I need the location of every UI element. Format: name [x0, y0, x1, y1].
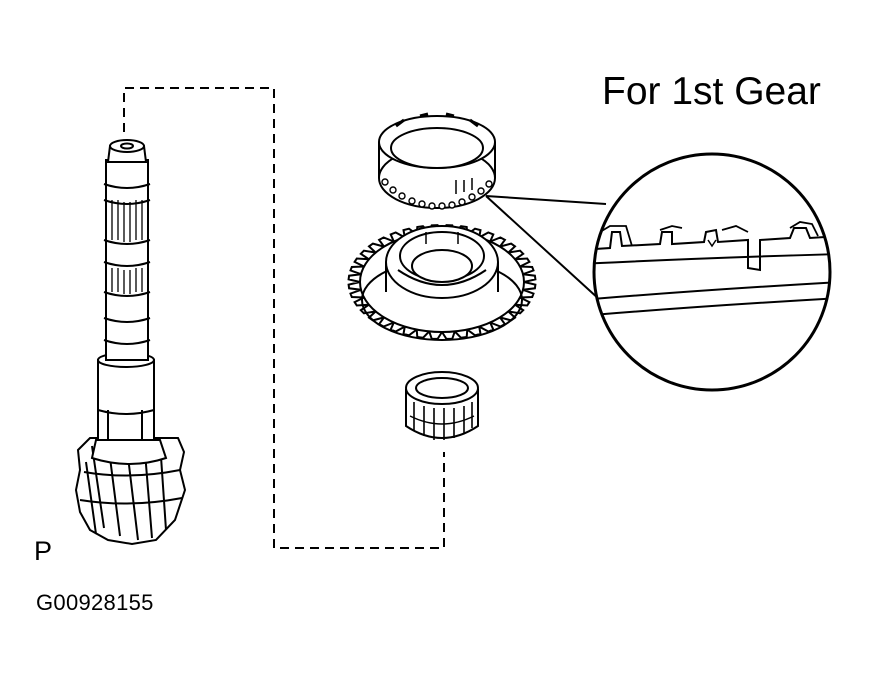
detail-leader — [485, 195, 607, 301]
figure-code: G00928155 — [36, 590, 154, 615]
figure-title: For 1st Gear — [602, 70, 821, 113]
synchronizer-ring — [378, 112, 496, 210]
synchronizer-ring-detail — [592, 152, 832, 392]
assembly-guide-line — [123, 87, 445, 549]
part-label: P — [34, 536, 53, 566]
needle-roller-bearing — [405, 371, 479, 440]
shaft-with-pinion-gear — [74, 139, 187, 546]
first-gear — [347, 224, 537, 341]
